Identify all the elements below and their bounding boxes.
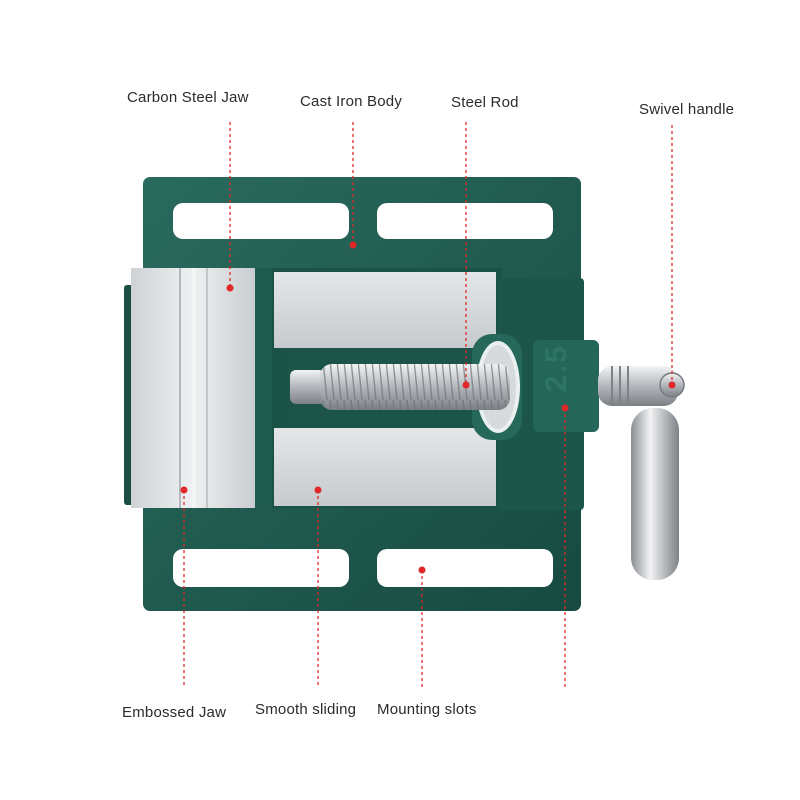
label-embossed-jaw: Embossed Jaw: [122, 704, 227, 721]
upper-slide-plate: [274, 272, 496, 348]
swivel-handle-bar: [631, 408, 679, 580]
dot-carbon-steel-jaw: [226, 284, 234, 292]
label-swivel-handle: Swivel handle: [639, 101, 735, 118]
label-cast-iron-body: Cast Iron Body: [300, 93, 403, 110]
label-carbon-steel-jaw: Carbon Steel Jaw: [127, 89, 249, 106]
dot-housing: [561, 404, 569, 412]
label-mounting-slots: Mounting slots: [377, 701, 477, 718]
dot-steel-rod: [462, 381, 470, 389]
dot-cast-iron-body: [349, 241, 357, 249]
top-left-slot: [173, 203, 349, 239]
steel-rod: [290, 370, 325, 404]
dot-smooth-sliding: [314, 486, 322, 494]
dot-embossed-jaw: [180, 486, 188, 494]
label-smooth-sliding: Smooth sliding: [255, 701, 357, 718]
bottom-left-slot: [173, 549, 349, 587]
dot-swivel-handle: [668, 381, 676, 389]
bottom-right-slot: [377, 549, 553, 587]
handle-shaft: [598, 366, 678, 406]
label-steel-rod: Steel Rod: [451, 94, 519, 111]
lower-slide-plate: [274, 428, 496, 506]
top-right-slot: [377, 203, 553, 239]
dot-mounting-slots: [418, 566, 426, 574]
